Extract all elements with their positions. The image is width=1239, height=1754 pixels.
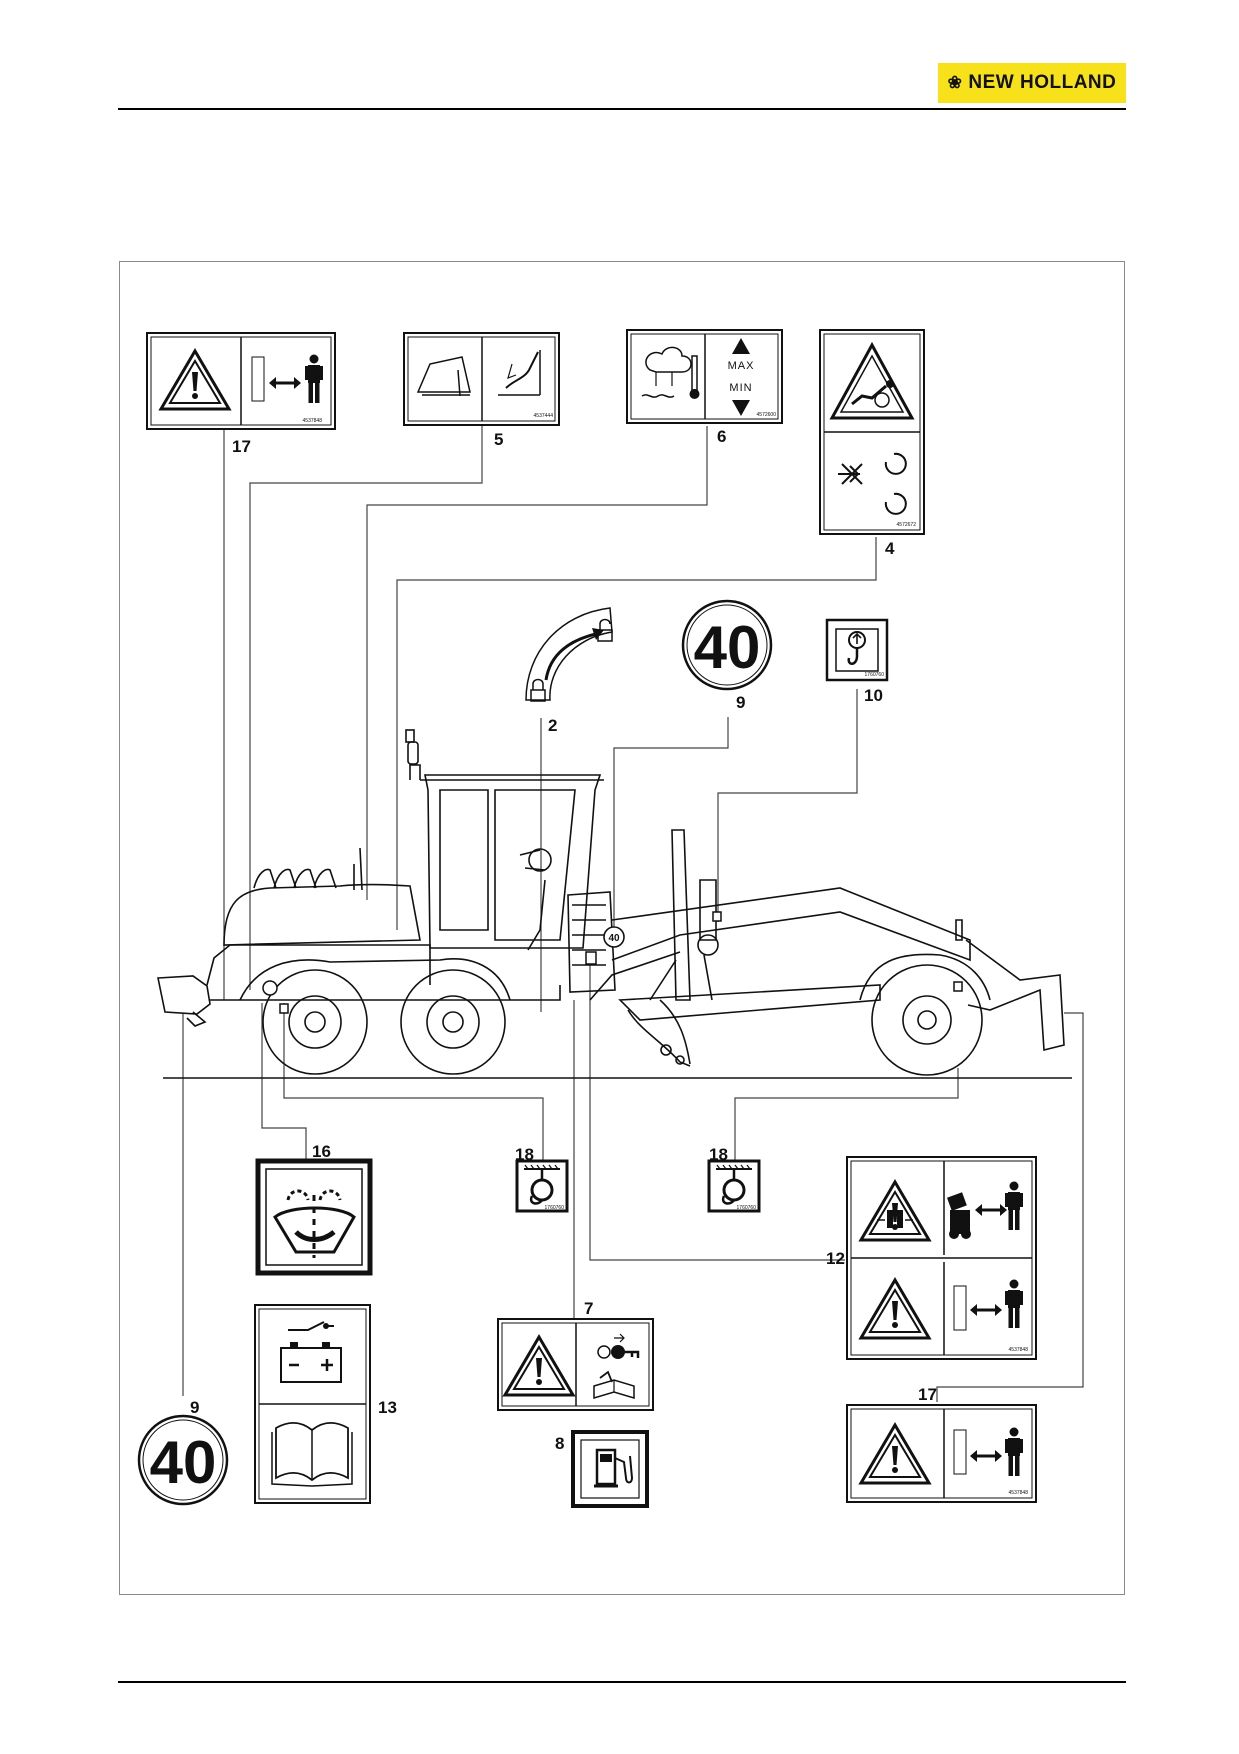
callout-18-left: 18: [515, 1145, 534, 1164]
header-rule: [118, 108, 1126, 110]
callout-18-right: 18: [709, 1145, 728, 1164]
new-holland-leaf-icon: ❀: [947, 73, 963, 92]
svg-text:4572672: 4572672: [897, 522, 917, 528]
lock-icon: [530, 678, 546, 702]
footer-rule: [118, 1681, 1126, 1683]
callout-12: 12: [826, 1249, 845, 1268]
callout-17-bottom: 17: [918, 1385, 937, 1404]
callout-numbers: 17 5 6 4 2 9 10 16 18 18 12 7 8 9 13 17: [190, 427, 937, 1453]
key-icon: [597, 1333, 640, 1359]
decal-9-speed-lower: 40: [137, 1414, 229, 1506]
decal-2-lock: [525, 607, 613, 702]
svg-text:4572600: 4572600: [757, 412, 777, 418]
svg-text:40: 40: [150, 1429, 217, 1496]
callout-7: 7: [584, 1299, 593, 1318]
decal-16-washer: [255, 1158, 373, 1276]
svg-text:4537444: 4537444: [534, 413, 554, 419]
decal-10-lift-point: 1760760: [825, 618, 889, 682]
callout-2: 2: [548, 716, 557, 735]
decal-location-figure: [119, 261, 1125, 1595]
callout-10: 10: [864, 686, 883, 705]
svg-text:MIN: MIN: [729, 382, 752, 394]
callout-5: 5: [494, 430, 503, 449]
callout-4: 4: [885, 539, 895, 558]
decal-5: 4537444: [403, 332, 560, 426]
svg-text:40: 40: [694, 614, 761, 681]
book-icon: [271, 1422, 353, 1487]
decal-7: [497, 1318, 654, 1411]
callout-13: 13: [378, 1398, 397, 1417]
callout-17-top: 17: [232, 437, 251, 456]
svg-text:1760760: 1760760: [545, 1205, 565, 1211]
callout-8: 8: [555, 1434, 564, 1453]
callout-16: 16: [312, 1142, 331, 1161]
svg-text:MAX: MAX: [728, 360, 755, 372]
decal-18-left: 1760760: [515, 1159, 569, 1213]
new-holland-logo: ❀ NEW HOLLAND: [938, 63, 1126, 103]
fuel-pump-icon: [594, 1448, 634, 1488]
decal-17-bottom: 4537848: [846, 1404, 1037, 1503]
svg-text:4537848: 4537848: [1009, 1490, 1029, 1496]
decal-8-fuel: [571, 1430, 649, 1508]
svg-text:4537848: 4537848: [1009, 1347, 1029, 1353]
svg-text:1760760: 1760760: [737, 1205, 757, 1211]
decal-6-coolant: MAX MIN 4572600: [626, 329, 783, 424]
decal-9-speed-upper: 40: [681, 599, 773, 691]
decal-13: [254, 1304, 371, 1504]
unlock-icon: [597, 618, 613, 642]
motor-grader-drawing: [157, 729, 1065, 1076]
manual-icon: [593, 1370, 635, 1400]
brand-name: NEW HOLLAND: [968, 72, 1117, 93]
svg-text:4537848: 4537848: [303, 418, 323, 424]
decal-4: 4572672: [819, 329, 925, 535]
leader-lines: [182, 426, 1084, 1402]
callout-6: 6: [717, 427, 726, 446]
decal-17-top: 4537848: [146, 332, 336, 430]
decal-12: 4537848: [846, 1156, 1037, 1360]
svg-text:40: 40: [608, 933, 620, 944]
decal-18-right: 1760760: [707, 1159, 761, 1213]
machine-markers: 40: [262, 911, 963, 1014]
callout-9-lower: 9: [190, 1398, 199, 1417]
battery-switch-icon: [280, 1321, 342, 1383]
svg-text:1760760: 1760760: [865, 672, 885, 678]
callout-9-upper: 9: [736, 693, 745, 712]
